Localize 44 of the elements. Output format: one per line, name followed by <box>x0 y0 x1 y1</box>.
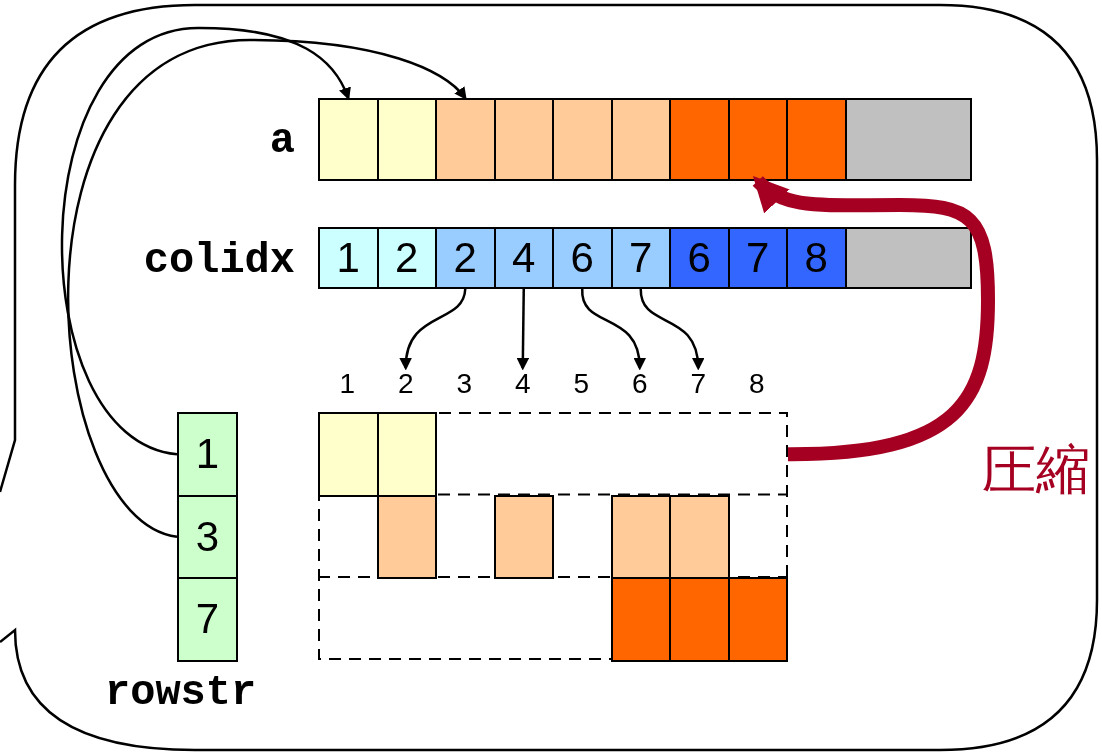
matrix-entry <box>318 412 379 497</box>
index-cell: 1 <box>318 227 379 289</box>
value-cell <box>318 98 379 181</box>
array-name: rowstr <box>105 672 257 714</box>
matrix-entry <box>727 577 788 662</box>
value-cell <box>727 98 788 181</box>
value-cell <box>376 98 437 181</box>
index-cell: 2 <box>376 227 437 289</box>
matrix-entry <box>610 494 671 579</box>
matrix-entry <box>610 577 671 662</box>
index-cell: 6 <box>669 227 730 289</box>
column-number: 2 <box>376 368 435 400</box>
array-name: colidx <box>143 240 295 282</box>
sparse-matrix-outline <box>318 412 788 660</box>
index-cell: 4 <box>493 227 554 289</box>
matrix-entry <box>376 494 437 579</box>
index-cell: 7 <box>177 577 238 662</box>
value-cell <box>610 98 671 181</box>
column-number: 1 <box>318 368 377 400</box>
matrix-entry <box>376 412 437 497</box>
matrix-entry <box>669 577 730 662</box>
index-cell: 7 <box>610 227 671 289</box>
column-number: 4 <box>493 368 552 400</box>
matrix-entry <box>493 494 554 579</box>
index-cell: 2 <box>435 227 496 289</box>
column-number: 3 <box>435 368 494 400</box>
index-cell: 7 <box>727 227 788 289</box>
index-cell: 1 <box>177 412 238 497</box>
value-cell <box>786 98 847 181</box>
value-cell <box>435 98 496 181</box>
column-number: 7 <box>669 368 728 400</box>
value-cell <box>844 98 972 181</box>
index-cell: 8 <box>786 227 847 289</box>
column-number: 5 <box>552 368 611 400</box>
value-cell <box>844 227 972 289</box>
index-cell: 3 <box>177 494 238 579</box>
array-name: a <box>269 120 295 162</box>
matrix-entry <box>669 494 730 579</box>
value-cell <box>493 98 554 181</box>
index-cell: 6 <box>552 227 613 289</box>
column-number: 6 <box>610 368 669 400</box>
column-number: 8 <box>727 368 786 400</box>
value-cell <box>552 98 613 181</box>
value-cell <box>669 98 730 181</box>
